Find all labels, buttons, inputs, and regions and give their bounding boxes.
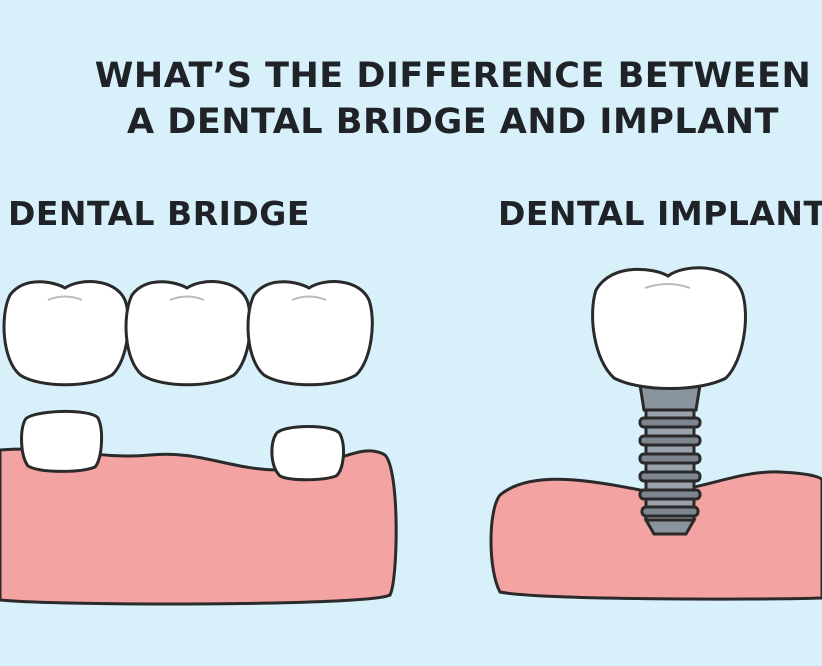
- title-line-2: A DENTAL BRIDGE AND IMPLANT: [127, 102, 779, 142]
- title-line-1: WHAT’S THE DIFFERENCE BETWEEN: [94, 56, 812, 96]
- implant-crown: [591, 266, 747, 390]
- dental-bridge-label: DENTAL BRIDGE: [8, 194, 310, 233]
- bridge-crown-1: [2, 280, 130, 387]
- bridge-crown-2: [124, 280, 252, 387]
- implant-screw: [638, 383, 702, 536]
- bridge-gum: [0, 447, 398, 606]
- implant-gum: [489, 470, 822, 601]
- abutment-tooth-right: [270, 425, 345, 482]
- abutment-tooth-left: [20, 410, 104, 473]
- dental-implant-label: DENTAL IMPLANT: [498, 194, 822, 233]
- bridge-crown-3: [246, 280, 374, 387]
